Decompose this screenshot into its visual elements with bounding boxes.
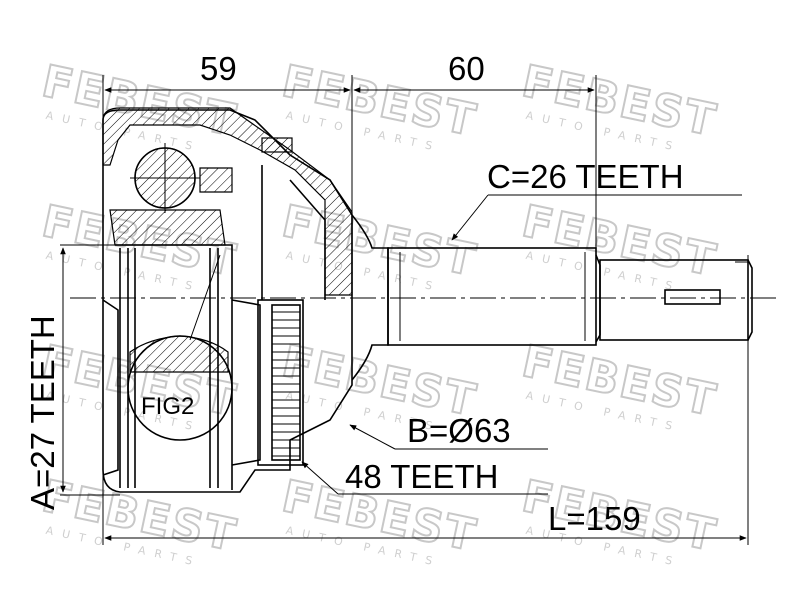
inner-spline-teeth-label: A=27 TEETH [24,315,61,510]
leader-lines [301,194,742,495]
cv-joint-housing [102,107,353,493]
dimension-labels: 59 60 C=26 TEETH B=Ø63 48 TEETH L=159 A=… [24,50,684,537]
abs-ring-teeth-label: 48 TEETH [345,458,498,495]
abs-ring [257,299,304,466]
outer-spline-teeth-label: C=26 TEETH [487,158,684,195]
dimension-59-label: 59 [200,50,237,87]
total-length-label: L=159 [548,500,641,537]
dimension-60-label: 60 [448,50,485,87]
dimension-lines [60,87,747,541]
outer-shaft [351,214,753,381]
abs-diameter-label: B=Ø63 [407,412,511,449]
fig2-detail: FIG2 [127,254,233,441]
fig2-label: FIG2 [141,393,194,420]
watermark-layer: FEBEST AUTO PARTS FEBEST AUTO PARTS FEBE… [37,55,723,570]
